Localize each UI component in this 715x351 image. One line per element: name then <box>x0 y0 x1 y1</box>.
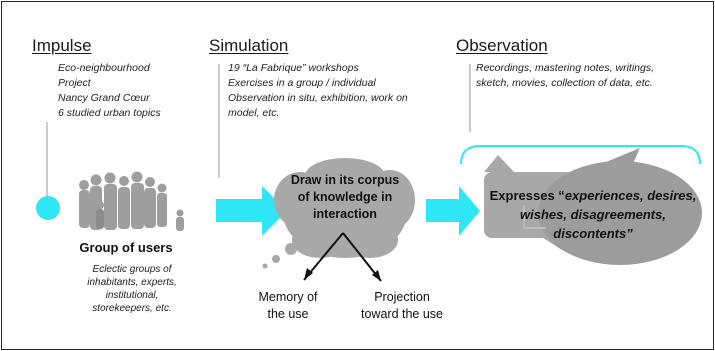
impulse-notes: Eco-neighbourhood Project Nancy Grand Cœ… <box>58 62 161 119</box>
group-of-users-silhouettes <box>79 171 184 231</box>
start-dot <box>36 196 60 220</box>
group-of-users-description: Eclectic groups of inhabitants, experts,… <box>87 264 177 314</box>
cloud-text: Draw in its corpus of knowledge in inter… <box>290 173 400 221</box>
branch-label-memory: Memory of the use <box>258 290 318 321</box>
observation-notes: Recordings, mastering notes, writings, s… <box>476 62 654 89</box>
speech-bubbles <box>484 148 702 265</box>
heading-observation: Observation <box>456 36 548 55</box>
group-of-users-title: Group of users <box>79 240 173 255</box>
arrow-cloud-to-bubbles <box>426 186 480 236</box>
expresses-text: Expresses “experiences, desires, wishes,… <box>489 188 697 241</box>
arrow-users-to-cloud <box>216 186 287 236</box>
simulation-notes: 19 “La Fabrique” workshops Exercises in … <box>228 62 408 119</box>
heading-simulation: Simulation <box>209 36 289 55</box>
observation-bracket <box>460 145 701 165</box>
heading-impulse: Impulse <box>32 36 92 55</box>
branch-label-projection: Projection toward the use <box>361 290 443 321</box>
